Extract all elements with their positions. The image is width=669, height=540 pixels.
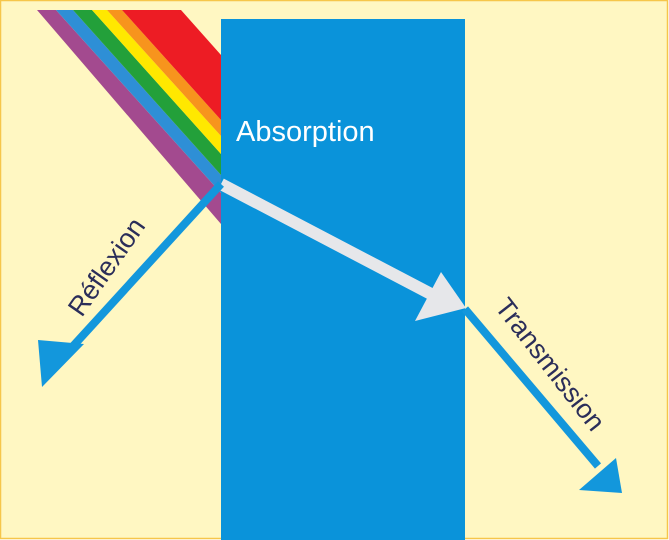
rainbow-stripe-violet [37, 10, 221, 224]
rainbow-stripe-yellow [92, 10, 221, 154]
absorption-arrow-shaft [218, 178, 434, 300]
transmission-arrow [461, 306, 622, 493]
rainbow-stripe-blue [56, 10, 221, 193]
absorption-arrow [218, 178, 466, 321]
absorption-arrowhead [415, 272, 466, 321]
absorbing-material-block [221, 19, 465, 540]
transmission-arrowhead [579, 458, 622, 493]
rainbow-stripe-red [122, 10, 221, 120]
rainbow-stripe-green [73, 10, 221, 175]
reflection-arrow-shaft [61, 181, 224, 359]
transmission-arrow-shaft [461, 306, 602, 469]
reflection-arrowhead [38, 340, 84, 387]
reflection-arrow [38, 181, 224, 387]
rainbow-stripe-orange [107, 10, 221, 136]
incident-rainbow-beam [37, 10, 221, 224]
absorption-label: Absorption [236, 116, 375, 148]
